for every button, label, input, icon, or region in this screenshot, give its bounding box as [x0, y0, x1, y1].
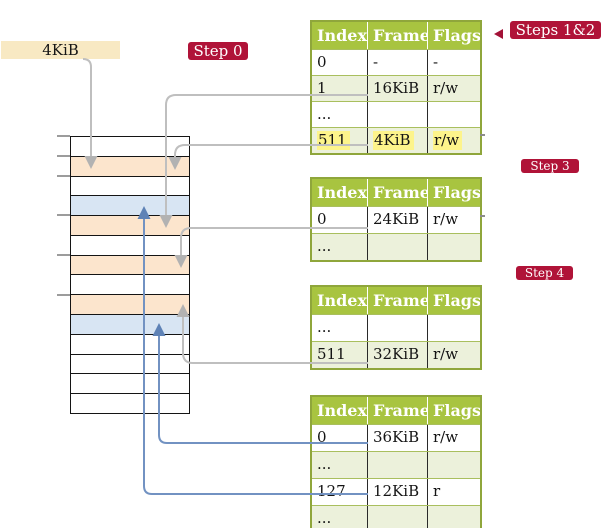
memory-address-tick-1 [57, 135, 70, 137]
table-cell: r/w [427, 76, 480, 101]
table-cell: r [427, 479, 480, 505]
table-cell [427, 315, 480, 341]
table-cell: 511 [317, 345, 346, 363]
memory-address-tick-2 [57, 155, 70, 157]
physical-memory-stack [70, 136, 190, 414]
table-cell: 0 [317, 428, 327, 446]
memory-row-8-free [71, 275, 189, 296]
table-header-cell-flags: Flags [427, 287, 480, 314]
memory-row-11-free [71, 334, 189, 355]
table-cell: 127 [317, 482, 346, 500]
table-cell: 36KiB [367, 425, 427, 451]
memory-row-10-frame [71, 315, 189, 335]
memory-row-14-free [71, 394, 189, 413]
memory-row-3-free [71, 176, 189, 197]
table-cell: 4KiB [367, 128, 427, 153]
level2-table-row-...: ... [312, 314, 480, 341]
table-header-cell-index: Index [312, 397, 367, 424]
table-cell: ... [317, 237, 332, 255]
table-cell: 16KiB [367, 76, 427, 101]
table-header-cell-frame: Frame [367, 397, 427, 424]
table-cell [367, 102, 427, 127]
memory-address-tick-6 [57, 294, 70, 296]
highlighted-value: 4KiB [373, 131, 414, 150]
table-cell: - [427, 50, 480, 75]
memory-address-tick-3 [57, 175, 70, 177]
step3-badge: Step 3 [521, 159, 579, 173]
memory-row-4-frame [71, 196, 189, 217]
table-header-cell-frame: Frame [367, 22, 427, 49]
level4-table-row-511: 511 4KiB r/w [312, 127, 480, 153]
table-header-cell-flags: Flags [427, 179, 480, 206]
table-cell: r/w [427, 207, 480, 233]
memory-row-5-pagetable [71, 216, 189, 236]
table-cell: 511 [312, 128, 367, 153]
memory-row-2-pagetable [71, 156, 189, 177]
table-header-cell-frame: Frame [367, 287, 427, 314]
cr3-box: 4KiB [1, 41, 120, 59]
highlighted-value: 511 [317, 131, 350, 150]
highlighted-value: r/w [433, 131, 463, 150]
table-cell [427, 102, 480, 127]
memory-row-12-free [71, 354, 189, 375]
table-cell: r/w [427, 128, 480, 153]
table-cell [367, 452, 427, 478]
memory-row-1-free [71, 137, 189, 157]
table-cell: ... [317, 105, 332, 123]
table-cell: ... [317, 318, 332, 336]
table-cell: 12KiB [367, 479, 427, 505]
level1-table-row-...: ... [312, 505, 480, 528]
memory-address-tick-5 [57, 254, 70, 256]
table-cell: r/w [427, 342, 480, 368]
steps-1-2-badge: Steps 1&2 [510, 21, 601, 39]
table-cell: 0 [317, 210, 327, 228]
memory-row-9-pagetable [71, 295, 189, 316]
table-cell: 24KiB [367, 207, 427, 233]
table-cell [427, 234, 480, 260]
level4-table-row-...: ... [312, 101, 480, 127]
table-header-cell-flags: Flags [427, 22, 480, 49]
step4-badge: Step 4 [516, 266, 573, 280]
table-cell: 0 [317, 53, 327, 71]
table-cell: 32KiB [367, 342, 427, 368]
table-cell [367, 315, 427, 341]
table-cell: ... [317, 509, 332, 527]
memory-address-tick-4 [57, 214, 70, 216]
table-header-cell-index: Index [312, 287, 367, 314]
memory-row-7-pagetable [71, 255, 189, 276]
badge-pointer-mark [494, 29, 503, 39]
level3-table-row-...: ... [312, 233, 480, 260]
memory-row-6-free [71, 235, 189, 256]
table-cell: r/w [427, 425, 480, 451]
table-cell: 1 [317, 79, 327, 97]
table-cell [367, 506, 427, 528]
table-header-cell-flags: Flags [427, 397, 480, 424]
table-header-cell-frame: Frame [367, 179, 427, 206]
level4-table-row-0: 0 -- [312, 49, 480, 75]
table-cell [367, 234, 427, 260]
step0-badge: Step 0 [188, 42, 248, 60]
table-cell [427, 506, 480, 528]
table-header-cell-index: Index [312, 22, 367, 49]
table-cell [427, 452, 480, 478]
table-cell: - [367, 50, 427, 75]
table-header-cell-index: Index [312, 179, 367, 206]
level1-table-row-...: ... [312, 451, 480, 478]
memory-row-13-free [71, 374, 189, 395]
table-cell: ... [317, 455, 332, 473]
cr3-box-label: 4KiB [42, 41, 79, 59]
